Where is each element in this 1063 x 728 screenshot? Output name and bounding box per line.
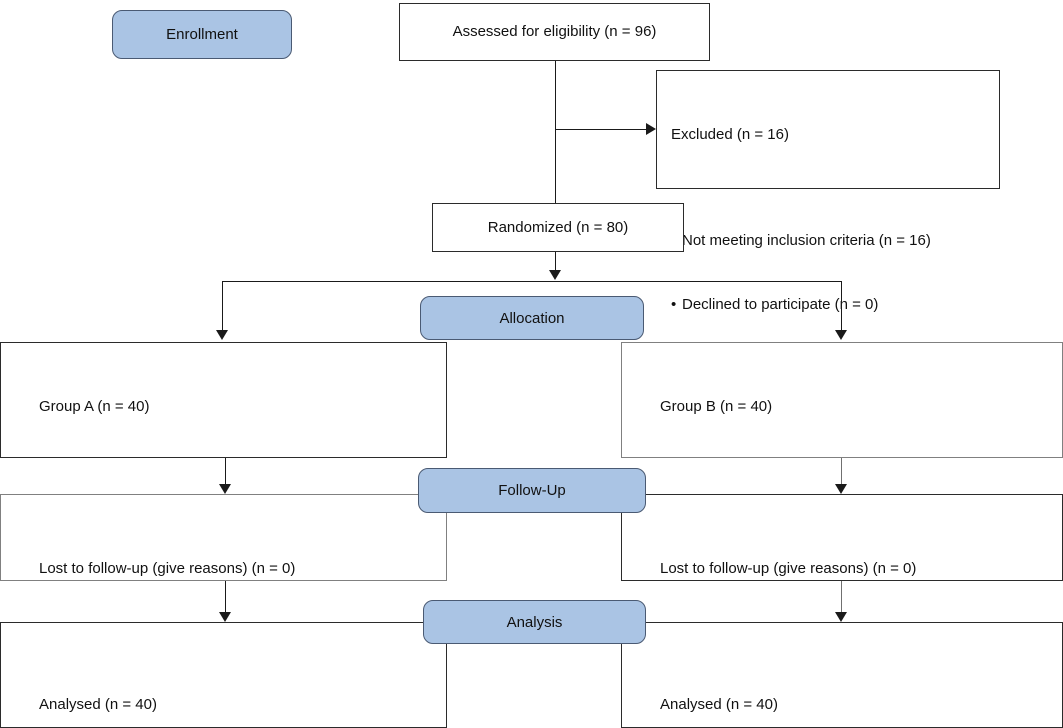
- box-followup-left: Lost to follow-up (give reasons) (n = 0)…: [0, 494, 447, 640]
- box-followup-right: Lost to follow-up (give reasons) (n = 0)…: [621, 494, 1063, 640]
- arrowhead-followup-b-to-analysis: [834, 612, 847, 622]
- connector-split-bar: [222, 281, 841, 282]
- connector-followup-b-to-analysis: [841, 581, 842, 613]
- connector-to-excluded: [555, 129, 646, 130]
- followup-right-line1: Lost to follow-up (give reasons) (n = 0): [660, 559, 917, 577]
- followup-left-line1: Lost to follow-up (give reasons) (n = 0): [39, 559, 296, 577]
- connector-split-left-arm: [222, 281, 223, 331]
- stage-banner-followup: Follow-Up: [418, 468, 646, 513]
- arrowhead-split-right: [834, 330, 847, 340]
- arrowhead-followup-a-to-analysis: [218, 612, 231, 622]
- arrowhead-alloc-a-to-followup: [218, 484, 231, 494]
- box-analysis-right: Analysed (n = 40) Excluded from analysis…: [621, 622, 1063, 728]
- stage-label-analysis: Analysis: [506, 613, 563, 631]
- stage-label-followup: Follow-Up: [498, 482, 566, 499]
- assessed-text: Assessed for eligibility (n = 96): [452, 23, 657, 41]
- connector-followup-a-to-analysis: [225, 581, 226, 613]
- stage-banner-allocation: Allocation: [420, 296, 644, 340]
- list-item: Not meeting inclusion criteria (n = 16): [671, 230, 985, 252]
- group-b-title: Group B (n = 40): [660, 397, 773, 415]
- stage-banner-enrollment: Enrollment: [112, 10, 292, 59]
- list-item: Declined to participate (n = 0): [671, 294, 985, 316]
- randomized-text: Randomized (n = 80): [487, 218, 629, 236]
- arrowhead-to-excluded: [646, 122, 656, 135]
- connector-alloc-a-to-followup: [225, 458, 226, 485]
- analysis-right-title: Analysed (n = 40): [660, 695, 778, 713]
- excluded-title: Excluded (n = 16): [671, 125, 789, 143]
- box-analysis-left: Analysed (n = 40) Excluded from analysis…: [0, 622, 447, 728]
- arrowhead-randomized-down: [548, 270, 561, 280]
- connector-randomized-down: [555, 252, 556, 271]
- box-assessed-for-eligibility: Assessed for eligibility (n = 96): [399, 3, 710, 61]
- arrowhead-split-left: [215, 330, 228, 340]
- box-randomized: Randomized (n = 80): [432, 203, 684, 252]
- box-excluded: Excluded (n = 16) Not meeting inclusion …: [656, 70, 1000, 379]
- arrowhead-alloc-b-to-followup: [834, 484, 847, 494]
- box-allocation-group-a: Group A (n = 40) Received allocated inte…: [0, 342, 447, 649]
- stage-banner-analysis: Analysis: [423, 600, 646, 644]
- stage-label-enrollment: Enrollment: [166, 26, 238, 43]
- stage-label-allocation: Allocation: [499, 309, 565, 327]
- connector-assessed-trunk: [555, 61, 556, 203]
- connector-alloc-b-to-followup: [841, 458, 842, 485]
- box-allocation-group-b: Group B (n = 40) Received allocated inte…: [621, 342, 1063, 649]
- group-a-title: Group A (n = 40): [39, 397, 150, 415]
- connector-split-right-arm: [841, 281, 842, 331]
- analysis-left-title: Analysed (n = 40): [39, 695, 157, 713]
